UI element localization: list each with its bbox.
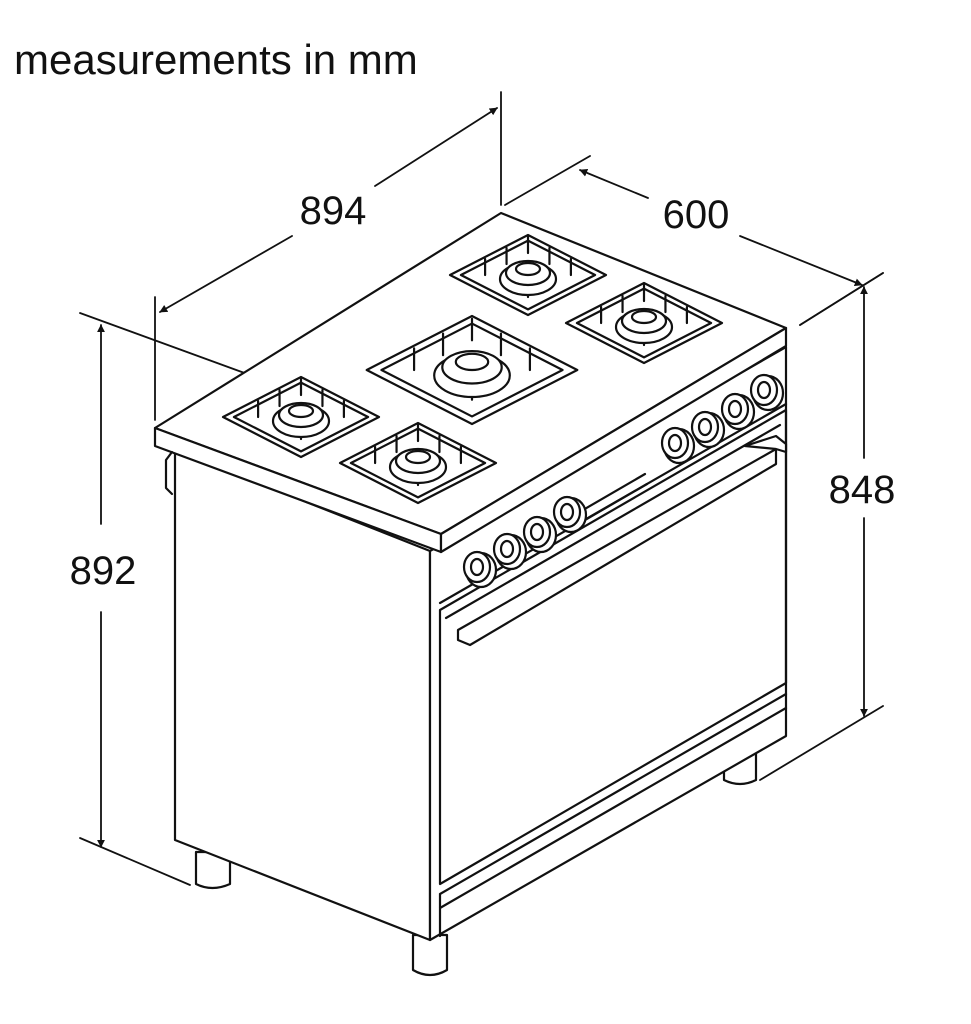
control-knob [492,532,528,571]
door-top-trim [444,423,782,620]
width-arrow-right [374,107,498,187]
burner [564,281,724,365]
burner [338,421,498,505]
control-knob [522,515,558,554]
control-knob [690,410,726,449]
worktop-edge-front [439,326,788,554]
storage-drawer [438,692,788,938]
width-arrow-left [159,235,293,313]
extension-line [799,272,884,326]
page-title: measurements in mm [14,36,418,83]
extension-line [79,837,191,886]
dimension-height-body: 848 [759,272,896,781]
height-body-label: 848 [829,468,896,512]
depth-arrow-left [579,169,649,199]
control-knob [749,373,785,412]
leg [411,933,449,977]
control-knob [462,550,498,589]
height-total-label: 892 [70,549,137,593]
depth-label: 600 [663,193,730,237]
extension-line [759,705,884,781]
leg [194,850,232,890]
burner [221,375,381,459]
control-knobs [462,373,785,589]
side-hinge [164,450,174,496]
control-knob [720,392,756,431]
control-knob [660,426,696,465]
dimension-width: 894 [154,91,502,421]
burners [221,233,724,505]
extension-line [79,312,251,376]
extension-line [504,155,591,206]
cooker [153,211,788,977]
control-knob [552,495,588,534]
burner [365,314,579,426]
dimension-depth: 600 [504,155,884,326]
display-window [581,472,649,522]
burner [448,233,608,317]
depth-arrow-right [739,235,863,287]
dimension-height-total: 892 [70,312,251,886]
oven-handle [456,447,778,647]
oven-door [438,408,788,886]
width-label: 894 [300,189,367,233]
handle-end [743,434,788,454]
